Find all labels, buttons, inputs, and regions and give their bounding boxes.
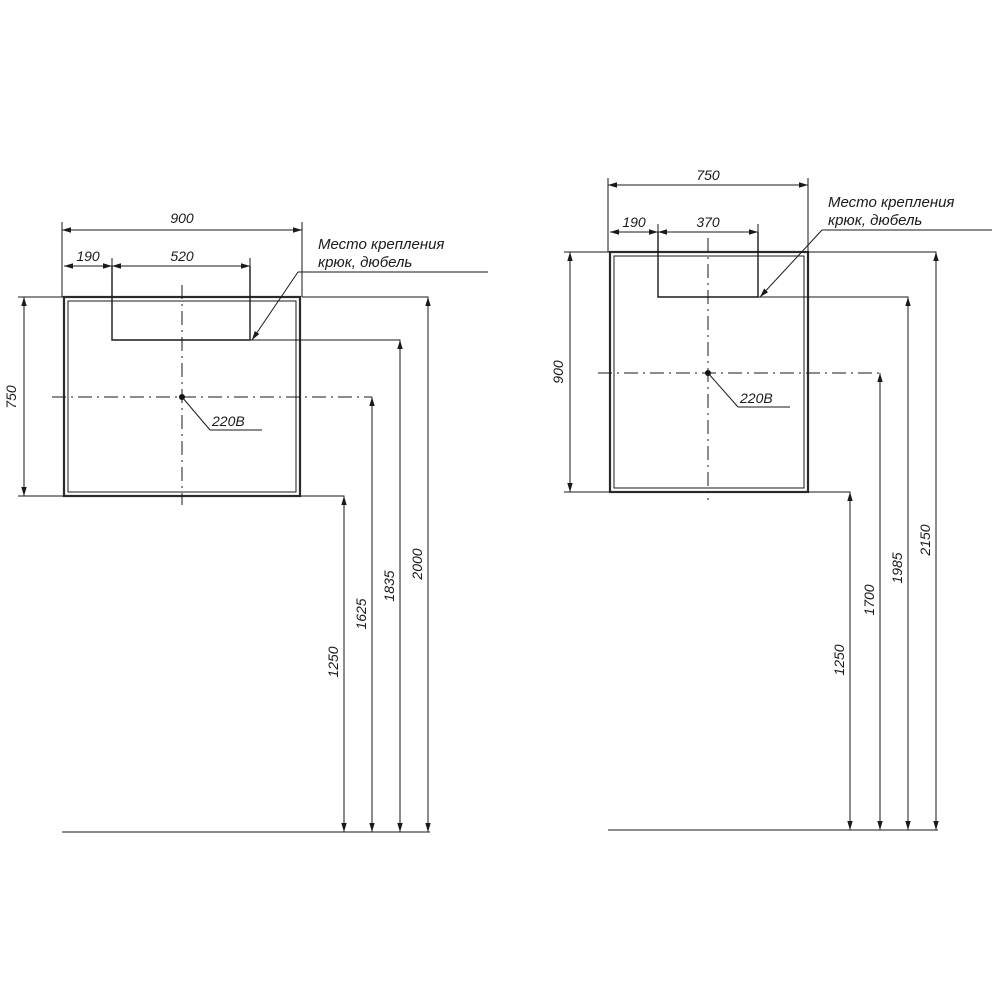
left-note-leader [251,271,299,341]
right-mirror-outer [608,250,810,494]
right-note-line1: Место крепления [828,194,954,211]
left-mount-outline [111,266,251,341]
right-elev-mount-label: 1985 [889,552,905,583]
right-offset-label: 190 [622,214,646,230]
left-note-line2: крюк, дюбель [318,254,412,271]
right-note-leader [759,229,823,298]
left-elev-bottom-label: 1250 [325,646,341,677]
left-socket-leader [181,396,211,431]
left-elev-mount-label: 1835 [381,570,397,601]
left-socket-label: 220В [211,413,245,429]
right-elev-socket-label: 1700 [861,584,877,615]
right-elev-top-label: 2150 [917,524,933,556]
right-overall-width-label: 750 [696,167,720,183]
right-mirror-inner [613,255,805,489]
right-ext-line [808,251,937,258]
left-view: 220В 900 190 520 750 Место крепления крю… [3,210,488,833]
right-height-label: 900 [550,360,566,384]
right-elev-bottom-label: 1250 [831,644,847,675]
right-ext-line [758,296,909,303]
left-note-line1: Место крепления [318,236,444,253]
left-elev-top-label: 2000 [409,548,425,580]
right-note-line2: крюк, дюбель [828,212,922,229]
right-socket-label: 220В [739,390,773,406]
right-ext-line [808,491,851,498]
right-mount-width-label: 370 [696,214,720,230]
left-offset-label: 190 [76,248,100,264]
right-socket-leader [707,372,739,408]
left-height-label: 750 [3,385,19,409]
left-elev-socket-label: 1625 [353,598,369,629]
left-ext-line [250,339,401,346]
left-ext-line [300,495,345,502]
left-mount-width-label: 520 [170,248,194,264]
left-ext-line [302,296,429,303]
right-view: 220В 750 190 370 900 Место крепления крю… [550,167,992,831]
left-overall-width-label: 900 [170,210,194,226]
